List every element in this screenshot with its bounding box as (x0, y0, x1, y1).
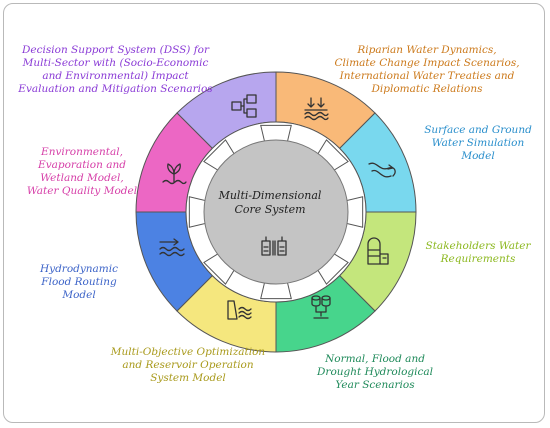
silo-icon (367, 237, 389, 265)
dss-label-line: and Environmental) Impact (42, 70, 189, 82)
river-icon (368, 162, 396, 178)
riparian-label: Riparian Water Dynamics,Climate Change I… (312, 44, 542, 96)
env-label-line: Environmental, (41, 146, 123, 158)
multiobj-label-line: System Model (150, 372, 226, 384)
hydro-label-line: Hydrodynamic (39, 263, 119, 275)
segment-icons (159, 94, 396, 320)
dss-label-line: Decision Support System (DSS) for (22, 44, 209, 56)
surface-label-line: Model (461, 150, 495, 162)
riparian-label-line: International Water Treaties and (339, 70, 515, 82)
surface-label-line: Surface and Ground (424, 124, 532, 136)
water-inflow-icon (304, 97, 329, 121)
system-core-icon (261, 236, 287, 256)
riparian-label-line: Diplomatic Relations (371, 83, 483, 95)
database-network-icon (311, 295, 331, 319)
hydro-label-line: Model (62, 289, 96, 301)
flowchart-icon (231, 94, 257, 118)
env-label-line: Water Quality Model (26, 185, 138, 197)
hydro-label-line: Flood Routing (41, 276, 117, 288)
core-title-line1: Multi-Dimensional (218, 189, 322, 202)
stakeholders-label-line: Requirements (440, 253, 516, 265)
core-circle (203, 139, 349, 285)
normal-label-line: Year Scenarios (335, 379, 415, 391)
core-system-title: Multi-Dimensional Core System (205, 189, 335, 217)
dam-icon (227, 300, 252, 320)
dss-label-line: Evaluation and Mitigation Scenarios (18, 83, 213, 95)
dss-label-line: Multi-Sector with (Socio-Economic (22, 57, 209, 69)
normal-label-line: Drought Hydrological (317, 366, 433, 378)
core-title-line2: Core System (234, 203, 306, 216)
wetland-plant-icon (162, 163, 187, 185)
multiobj-label-line: and Reservoir Operation (122, 359, 254, 371)
stakeholders-label-line: Stakeholders Water (425, 240, 531, 252)
multiobj-label-line: Multi-Objective Optimization (110, 346, 266, 358)
flood-flow-icon (159, 238, 185, 257)
normal-label-line: Normal, Flood and (325, 353, 425, 365)
env-label-line: Evaporation and (38, 159, 126, 171)
surface-label-line: Water Simulation (431, 137, 525, 149)
riparian-label-line: Riparian Water Dynamics, (357, 44, 497, 56)
env-label-line: Wetland Model, (40, 172, 124, 184)
riparian-label-line: Climate Change Impact Scenarios, (334, 57, 520, 69)
